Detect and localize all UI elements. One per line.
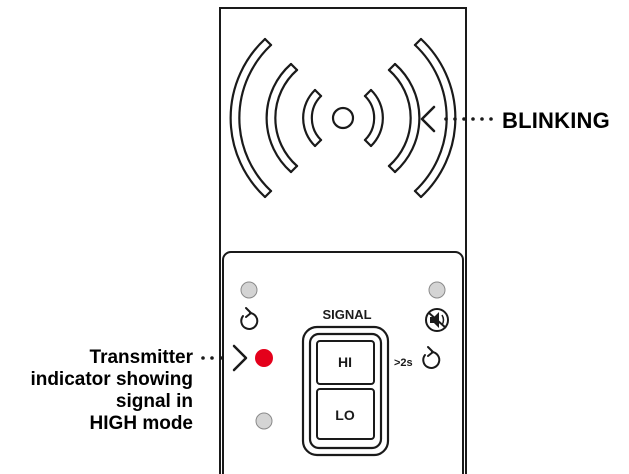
transmitter-arrow [232,344,248,372]
mute-speaker-icon [425,308,449,332]
hi-lo-switch[interactable]: HI LO [301,325,390,457]
led-top-left [240,281,258,299]
blinking-label: BLINKING [502,108,610,133]
blinking-leader-dots [444,117,493,121]
transmitter-led [255,349,273,367]
hi-label: HI [338,354,352,370]
transmitter-label-line-1: Transmitter [89,347,193,368]
transmitter-label-line-4: HIGH mode [89,413,193,434]
signal-label: SIGNAL [322,307,371,322]
reset-arrow-icon [240,307,259,330]
hold-label: >2s [394,357,413,369]
led-bottom-left [255,412,273,430]
lo-button[interactable]: LO [316,388,375,440]
transmitter-leader-dots [201,356,223,360]
hi-button[interactable]: HI [316,340,375,385]
transmitter-label-line-3: signal in [115,391,193,412]
blinking-arrow [420,105,436,133]
transmitter-label-line-2: indicator showing [30,369,193,390]
led-top-right [428,281,446,299]
hold-reset-icon [422,346,441,369]
transmitter-indicator-label: Transmitter indicator showing signal in … [30,347,193,435]
wireless-waves-icon [229,37,457,199]
lo-label: LO [335,407,355,423]
